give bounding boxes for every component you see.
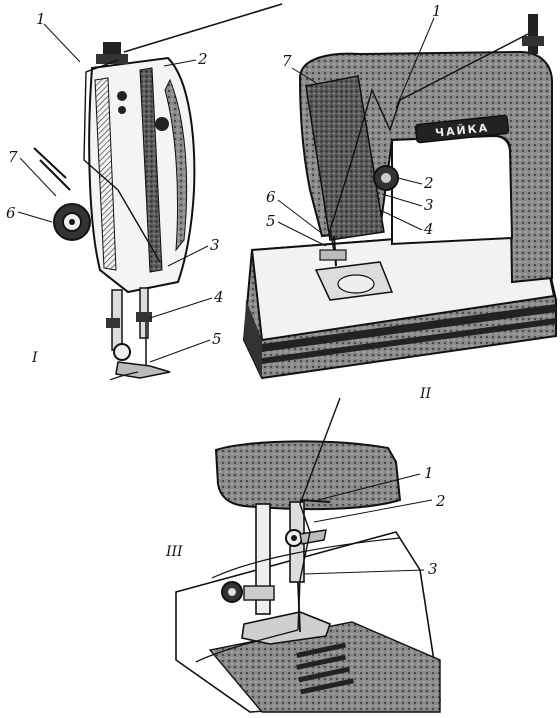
- arm-throat: [391, 134, 514, 246]
- needle-clamp: [136, 312, 152, 322]
- leader-line: [149, 297, 213, 319]
- leader-line: [19, 157, 57, 197]
- presser-foot: [319, 249, 347, 261]
- callout-number: 2: [435, 492, 446, 510]
- brand-plate: [414, 114, 510, 144]
- figure-2: ЧАЙКА 1 2 3 4 5 6 7 II: [242, 2, 557, 402]
- callout-number: 1: [36, 10, 46, 28]
- machine-head: [214, 440, 402, 511]
- head-screw: [155, 117, 169, 131]
- presser-screw: [106, 318, 120, 328]
- leader-line: [163, 59, 197, 67]
- tension-knob-center: [381, 173, 391, 183]
- tension-spring: [33, 147, 71, 191]
- faceplate-shade: [164, 78, 188, 252]
- needle-clamp-screw-center: [291, 535, 297, 541]
- callout-number: 3: [210, 236, 220, 254]
- leader-line: [167, 245, 209, 267]
- tension-disc-hub: [69, 219, 75, 225]
- callout-number: 2: [423, 174, 434, 192]
- figure-3: 1 2 3 III: [165, 397, 446, 713]
- bed-front-edge: [244, 300, 262, 378]
- leader-line: [291, 67, 319, 85]
- faceplate-stripe: [94, 77, 117, 271]
- faceplate-stripe: [139, 67, 163, 273]
- callout-number: 4: [423, 220, 434, 238]
- leader-line: [277, 221, 327, 247]
- figure-numeral: I: [31, 350, 38, 366]
- thread-guide: [299, 499, 331, 503]
- bobbin-cover: [337, 274, 375, 294]
- machine-head-body: [88, 56, 196, 294]
- presser-foot-shank: [243, 585, 275, 601]
- leader-line: [379, 209, 423, 231]
- presser-screw-center: [228, 588, 236, 596]
- bed-stripe: [262, 304, 556, 352]
- leader-line: [149, 339, 211, 363]
- callout-number: 5: [266, 212, 276, 230]
- figure-numeral: III: [165, 544, 183, 560]
- bed-stripe: [262, 318, 556, 364]
- leader-line: [313, 499, 433, 523]
- callout-number: 2: [197, 50, 208, 68]
- thread-path: [83, 59, 161, 263]
- figure-numeral: II: [419, 386, 432, 402]
- figure-1: 1 2 3 4 5 6 7 I: [6, 3, 283, 381]
- thread-path: [297, 397, 341, 631]
- leader-line: [381, 193, 423, 207]
- presser-foot-knob: [113, 343, 131, 361]
- thread-path: [329, 33, 529, 263]
- thread-loose: [211, 537, 401, 579]
- top-knob: [96, 54, 128, 64]
- callout-number: 5: [212, 330, 222, 348]
- brand-plate-text: ЧАЙКА: [435, 121, 490, 140]
- leader-line: [397, 177, 423, 185]
- leader-line: [43, 23, 81, 63]
- leader-line: [303, 569, 425, 575]
- leader-line: [395, 17, 435, 109]
- head-screw: [117, 91, 127, 101]
- leader-line: [17, 211, 53, 223]
- feed-dogs: [296, 642, 355, 695]
- head-screw: [118, 106, 126, 114]
- thread-tail: [195, 629, 299, 663]
- callout-number: 6: [266, 188, 276, 206]
- spool-pin: [528, 14, 538, 54]
- spool-pin-cap: [522, 36, 544, 46]
- leader-line: [277, 199, 321, 233]
- callout-number: 3: [424, 196, 434, 214]
- thread: [123, 3, 283, 53]
- callout-number: 1: [424, 464, 434, 482]
- callout-number: 4: [213, 288, 224, 306]
- callout-number: 7: [282, 52, 292, 70]
- fabric-thread: [109, 371, 139, 381]
- callout-number: 7: [8, 148, 18, 166]
- callout-number: 3: [428, 560, 438, 578]
- callout-number: 6: [6, 204, 16, 222]
- leader-line: [317, 473, 421, 501]
- top-spool-pin: [103, 42, 121, 56]
- callout-number: 1: [432, 2, 442, 20]
- needle-clamp-arm: [299, 529, 327, 545]
